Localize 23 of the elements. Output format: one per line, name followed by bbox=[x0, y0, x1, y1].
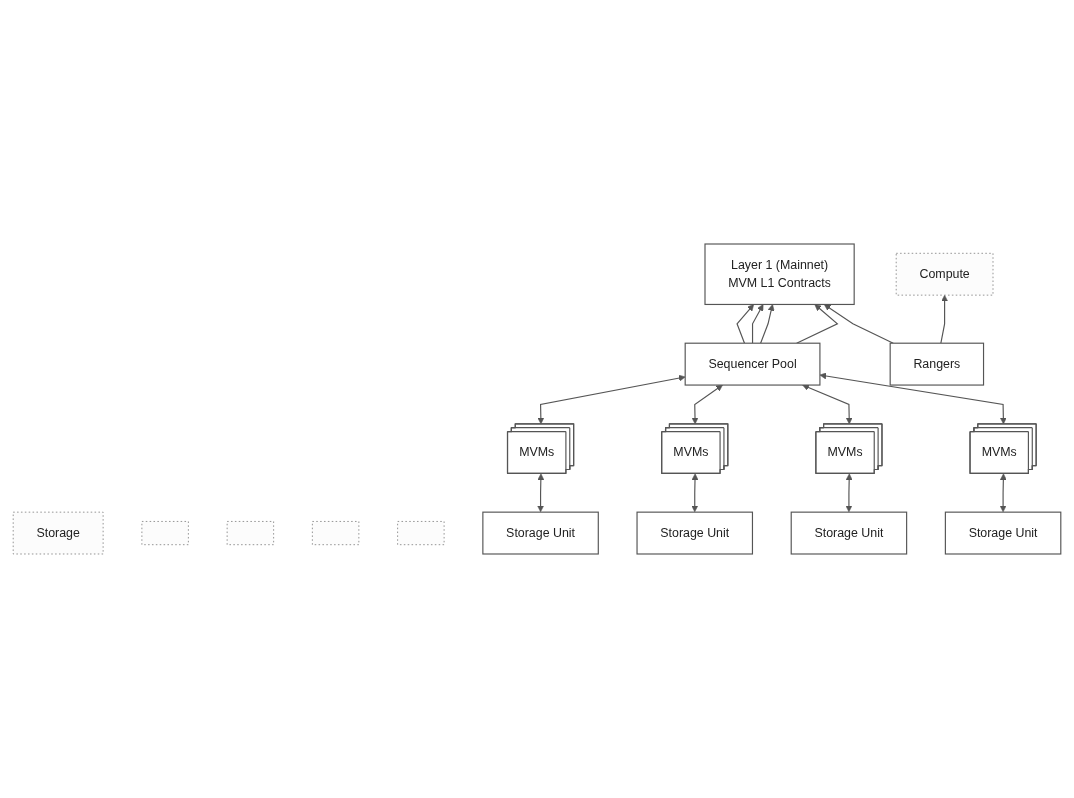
node-box: Storage Unit bbox=[790, 511, 908, 555]
arrow bbox=[736, 304, 754, 344]
arrow bbox=[845, 473, 853, 513]
node-box: Rangers bbox=[889, 342, 985, 386]
node-box bbox=[226, 521, 274, 546]
arrow bbox=[823, 304, 894, 344]
arrow bbox=[760, 304, 775, 344]
node-box: Compute bbox=[895, 252, 994, 296]
arrow bbox=[940, 294, 948, 344]
node-box: Storage Unit bbox=[636, 511, 754, 555]
node-box: Sequencer Pool bbox=[684, 342, 821, 386]
node-box: Layer 1 (Mainnet) MVM L1 Contracts bbox=[704, 243, 855, 306]
arrow bbox=[691, 473, 699, 513]
node-box: Storage Unit bbox=[482, 511, 599, 555]
arrow bbox=[751, 304, 764, 344]
node-box: Storage Unit bbox=[944, 511, 1062, 555]
arrow bbox=[999, 473, 1007, 513]
arrow bbox=[796, 304, 839, 344]
node-box bbox=[312, 521, 360, 546]
node-box bbox=[397, 521, 445, 546]
arrow bbox=[537, 473, 545, 513]
node-box: Storage bbox=[12, 511, 104, 555]
node-box bbox=[141, 521, 189, 546]
